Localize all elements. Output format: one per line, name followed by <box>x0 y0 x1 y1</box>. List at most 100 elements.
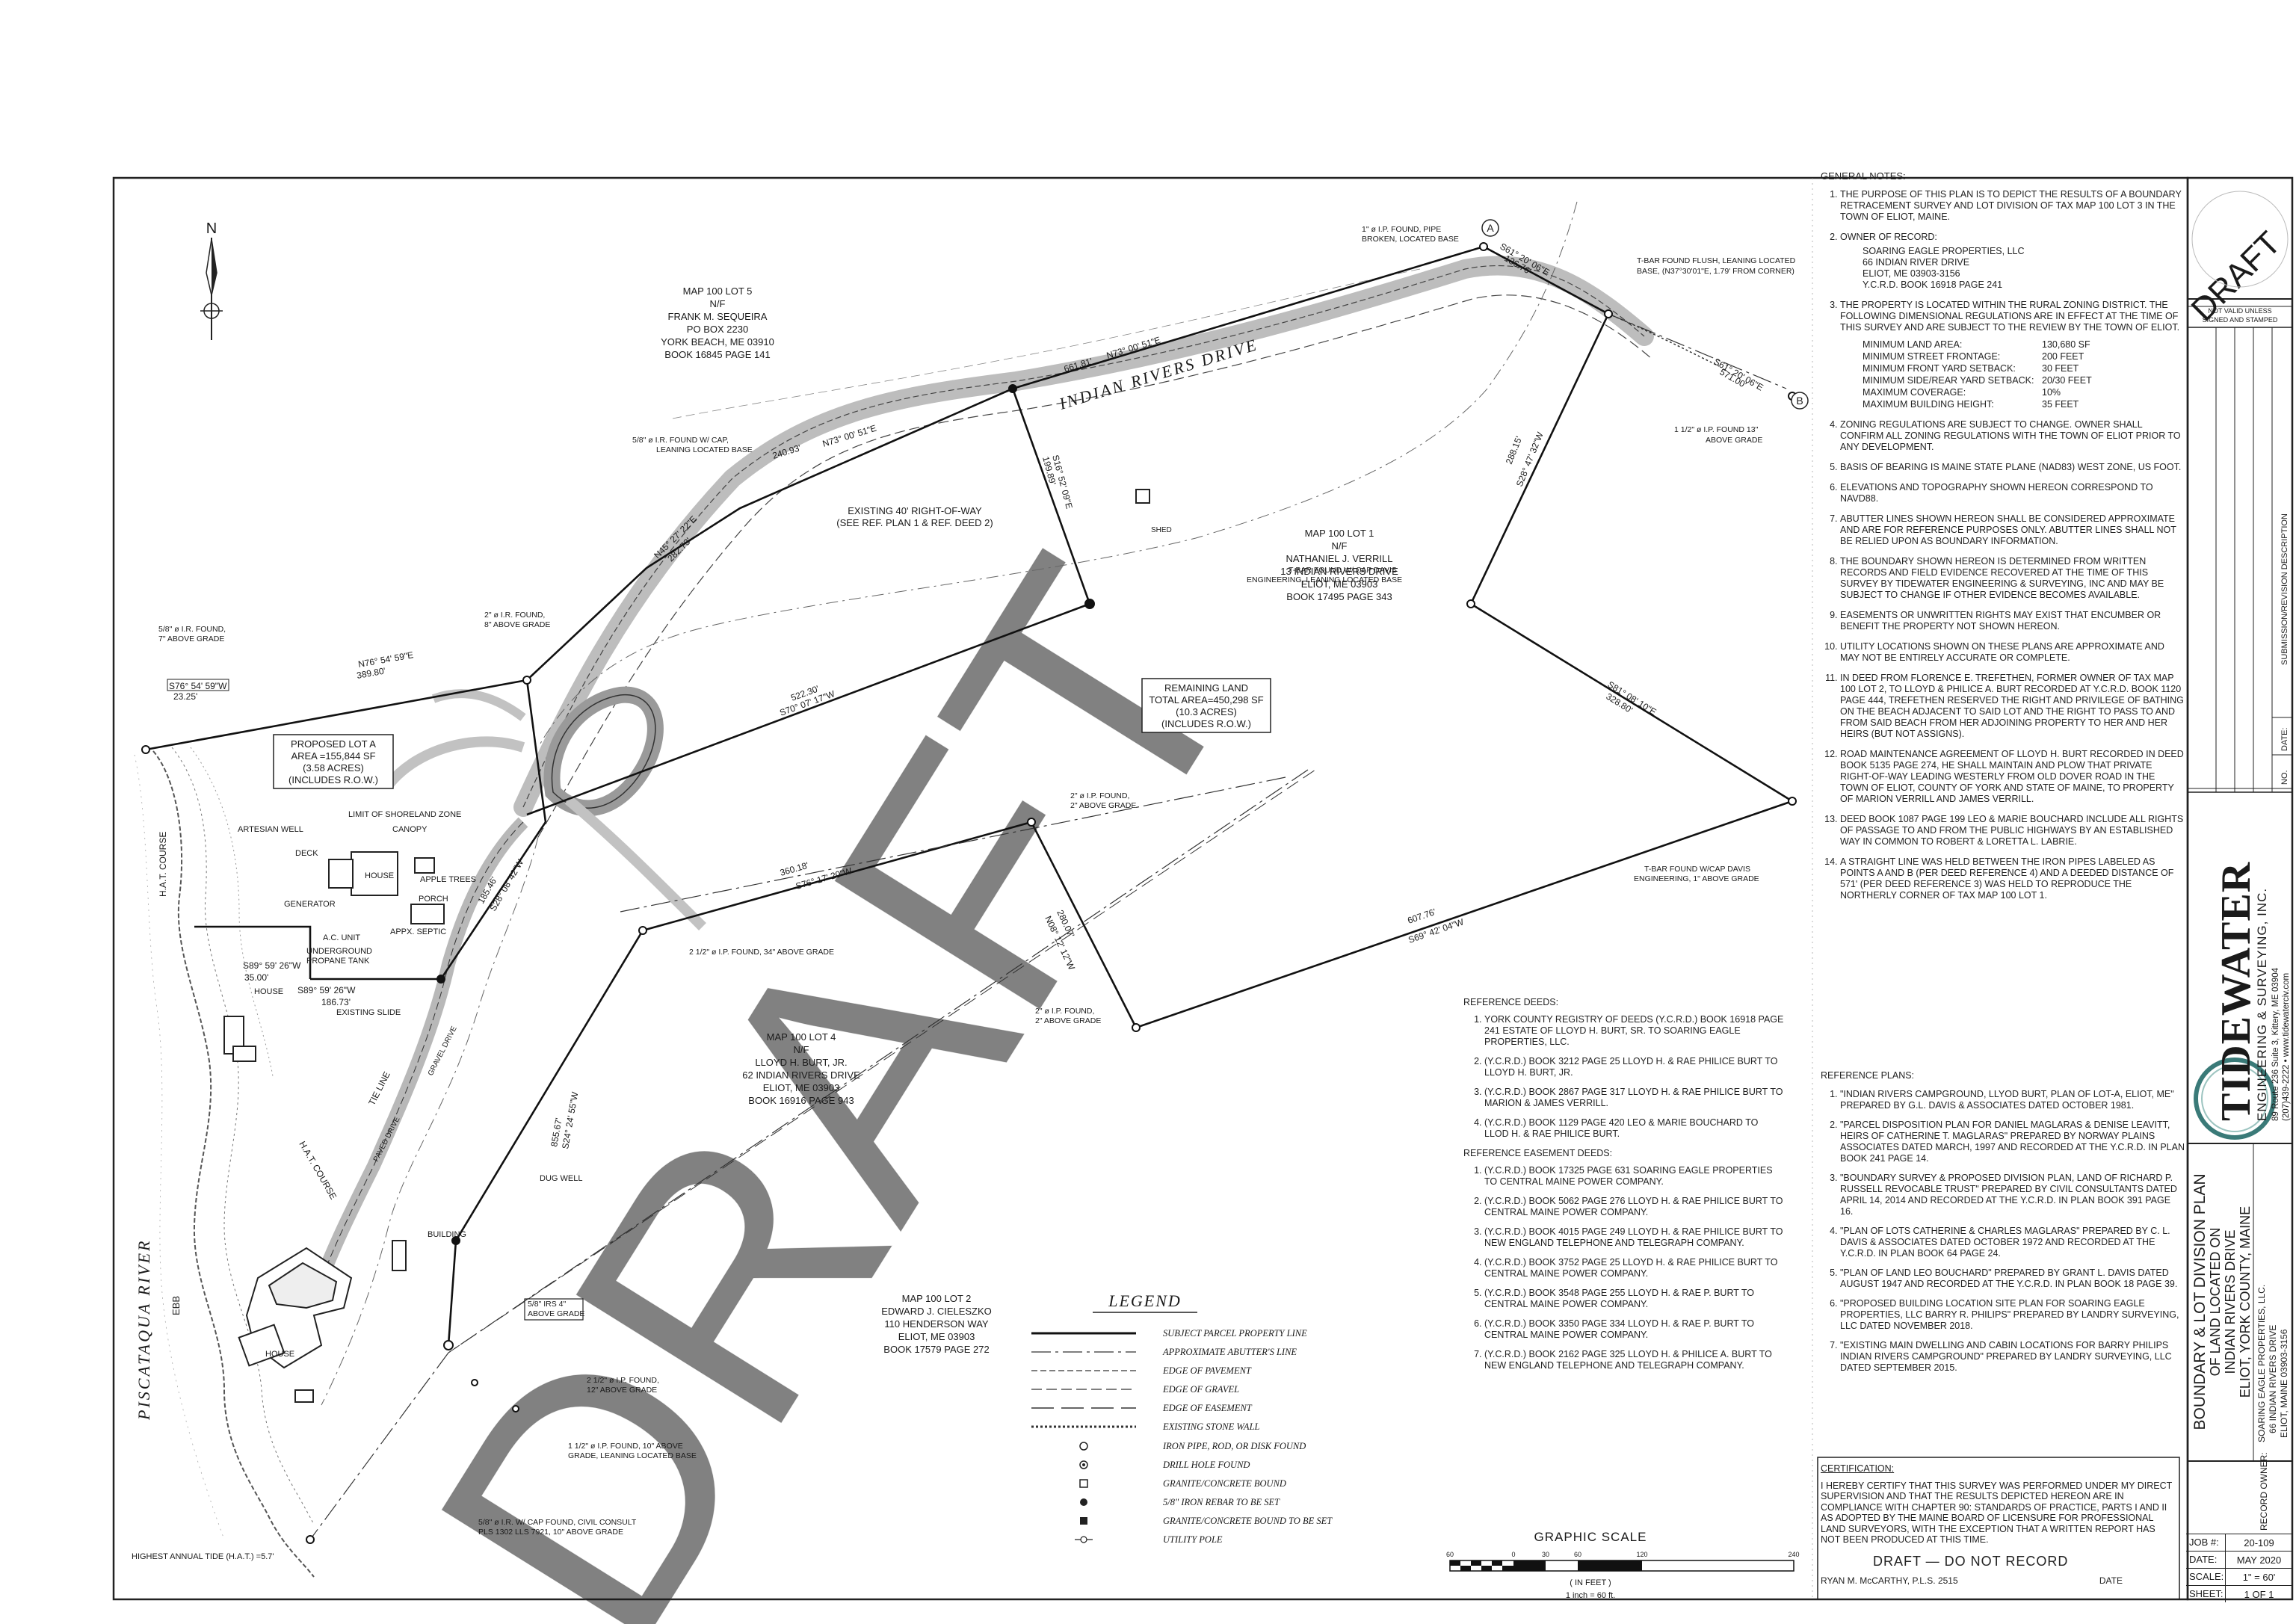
svg-text:ELIOT, ME 03903: ELIOT, ME 03903 <box>1301 578 1378 590</box>
tidewater-logo: TIDEWATER ENGINEERING & SURVEYING, INC. … <box>2194 862 2291 1140</box>
svg-text:INDIAN RIVERS DRIVE: INDIAN RIVERS DRIVE <box>2223 1229 2238 1374</box>
zoning-table: MINIMUM LAND AREA:130,680 SF MINIMUM STR… <box>1863 339 2092 410</box>
signature-line: RYAN M. McCARTHY, P.L.S. 2515 DATE <box>1821 1575 2175 1587</box>
overhead-wire <box>321 201 1578 1406</box>
easement-deed-item: (Y.C.R.D.) BOOK 3752 PAGE 25 LLOYD H. & … <box>1484 1257 1785 1279</box>
svg-text:DRILL HOLE FOUND: DRILL HOLE FOUND <box>1162 1460 1250 1470</box>
abutter-lines <box>309 313 1787 1540</box>
svg-text:SIGNED AND STAMPED: SIGNED AND STAMPED <box>2203 316 2278 324</box>
svg-text:89 Route 236 Suite 3, Kittery,: 89 Route 236 Suite 3, Kittery, ME 03904 <box>2271 967 2280 1121</box>
reference-plan-item: "EXISTING MAIN DWELLING AND CABIN LOCATI… <box>1840 1340 2185 1374</box>
date-label: DATE: <box>2186 1552 2226 1568</box>
svg-text:BOUNDARY & LOT DIVISION PLAN: BOUNDARY & LOT DIVISION PLAN <box>2191 1173 2209 1430</box>
svg-text:5/8" ø I.R. FOUND,: 5/8" ø I.R. FOUND, <box>158 625 226 634</box>
svg-text:2" ø I.P. FOUND,: 2" ø I.P. FOUND, <box>1035 1007 1094 1016</box>
svg-text:240: 240 <box>1788 1551 1799 1558</box>
svg-text:SUBJECT PARCEL PROPERTY LINE: SUBJECT PARCEL PROPERTY LINE <box>1163 1328 1307 1339</box>
reference-plans-title: REFERENCE PLANS: <box>1821 1070 1915 1081</box>
svg-text:( IN FEET ): ( IN FEET ) <box>1570 1578 1611 1587</box>
signature-date-label: DATE <box>2099 1575 2123 1586</box>
svg-text:8" ABOVE GRADE: 8" ABOVE GRADE <box>484 620 550 629</box>
svg-text:MAP 100 LOT 4: MAP 100 LOT 4 <box>767 1031 836 1043</box>
svg-text:EDGE OF PAVEMENT: EDGE OF PAVEMENT <box>1162 1365 1252 1376</box>
svg-text:7" ABOVE GRADE: 7" ABOVE GRADE <box>158 635 224 643</box>
svg-text:T-BAR FOUND W/CAP DAVIS: T-BAR FOUND W/CAP DAVIS <box>1644 865 1750 874</box>
svg-text:120: 120 <box>1636 1551 1647 1558</box>
svg-text:5/8" ø I.R. W/ CAP FOUND, CIVI: 5/8" ø I.R. W/ CAP FOUND, CIVIL CONSULT <box>478 1518 637 1527</box>
svg-text:B: B <box>1796 395 1803 407</box>
title-block-table: JOB #:20-109 DATE:MAY 2020 SCALE:1" = 60… <box>2186 1534 2292 1602</box>
svg-text:N76° 54' 59"E: N76° 54' 59"E <box>357 649 414 670</box>
lot1-label: MAP 100 LOT 1 N/F NATHANIEL J. VERRILL 1… <box>1280 528 1398 602</box>
svg-text:66 INDIAN RIVERS DRIVE: 66 INDIAN RIVERS DRIVE <box>2268 1325 2278 1433</box>
svg-text:(SEE REF. PLAN 1 & REF. DEED 2: (SEE REF. PLAN 1 & REF. DEED 2) <box>836 517 993 528</box>
svg-text:855.67': 855.67' <box>549 1117 564 1148</box>
row-label: EXISTING 40' RIGHT-OF-WAY (SEE REF. PLAN… <box>836 505 993 528</box>
reference-plan-item: "INDIAN RIVERS CAMPGROUND, LLYOD BURT, P… <box>1840 1089 2185 1111</box>
svg-text:1 1/2" ø I.P. FOUND 13": 1 1/2" ø I.P. FOUND 13" <box>1674 425 1759 434</box>
svg-text:HOUSE: HOUSE <box>265 1350 294 1359</box>
ebb-label: EBB <box>170 1296 182 1315</box>
river-label: PISCATAQUA RIVER <box>135 1239 153 1421</box>
svg-text:OF LAND LOCATED ON: OF LAND LOCATED ON <box>2208 1228 2223 1377</box>
svg-text:SUBMISSION/REVISION DESCRIPTIO: SUBMISSION/REVISION DESCRIPTION <box>2280 513 2289 665</box>
reference-plans: REFERENCE PLANS: "INDIAN RIVERS CAMPGROU… <box>1821 1070 2185 1382</box>
note-item: ZONING REGULATIONS ARE SUBJECT TO CHANGE… <box>1840 419 2185 453</box>
legend: LEGEND SUBJECT PARCEL PROPERTY LINE APPR… <box>1031 1291 1333 1545</box>
svg-text:GENERATOR: GENERATOR <box>284 900 336 909</box>
svg-text:EXISTING STONE WALL: EXISTING STONE WALL <box>1162 1421 1260 1432</box>
svg-text:2" ø I.R. FOUND,: 2" ø I.R. FOUND, <box>484 611 545 620</box>
house-building <box>351 851 398 896</box>
svg-text:YORK BEACH, ME 03910: YORK BEACH, ME 03910 <box>661 336 774 348</box>
certification-box <box>1817 1457 2180 1600</box>
svg-text:LIMIT OF SHORELAND ZONE: LIMIT OF SHORELAND ZONE <box>348 810 461 819</box>
note-item: ABUTTER LINES SHOWN HEREON SHALL BE CONS… <box>1840 513 2185 547</box>
svg-text:(INCLUDES R.O.W.): (INCLUDES R.O.W.) <box>288 774 378 785</box>
svg-text:LEANING LOCATED BASE: LEANING LOCATED BASE <box>656 445 753 454</box>
shed-building <box>1135 489 1150 504</box>
shed-label: SHED <box>1151 526 1172 534</box>
title-block: DRAFT NOT VALID UNLESS SIGNED AND STAMPE… <box>2185 191 2291 1531</box>
easement-deed-item: (Y.C.R.D.) BOOK 3350 PAGE 334 LLOYD H. &… <box>1484 1318 1785 1341</box>
lot4-label: MAP 100 LOT 4 N/F LLOYD H. BURT, JR. 62 … <box>742 1031 860 1106</box>
svg-text:2 1/2" ø I.P. FOUND, 34" ABOVE: 2 1/2" ø I.P. FOUND, 34" ABOVE GRADE <box>689 948 834 957</box>
stone-wall <box>1608 313 1720 367</box>
svg-text:1" ø I.P. FOUND, PIPE: 1" ø I.P. FOUND, PIPE <box>1362 225 1441 234</box>
certification-text: I HEREBY CERTIFY THAT THIS SURVEY WAS PE… <box>1821 1480 2173 1546</box>
job-label: JOB #: <box>2186 1534 2226 1551</box>
svg-text:BUILDING: BUILDING <box>428 1230 466 1239</box>
svg-text:12" ABOVE GRADE: 12" ABOVE GRADE <box>587 1386 657 1395</box>
svg-text:(207)439-2222 • www.tidewaterc: (207)439-2222 • www.tidewaterciv.com <box>2282 973 2291 1121</box>
svg-text:REMAINING LAND: REMAINING LAND <box>1164 682 1248 694</box>
svg-text:PORCH: PORCH <box>419 895 448 904</box>
svg-text:NO.: NO. <box>2280 770 2289 785</box>
job-value: 20-109 <box>2244 1537 2274 1549</box>
svg-text:MAP 100 LOT 1: MAP 100 LOT 1 <box>1305 528 1374 539</box>
sheet-label: SHEET: <box>2186 1586 2226 1602</box>
svg-text:T-BAR FOUND W/ CAP DAVIS: T-BAR FOUND W/ CAP DAVIS <box>1289 566 1397 575</box>
svg-text:GRANITE/CONCRETE BOUND TO BE S: GRANITE/CONCRETE BOUND TO BE SET <box>1163 1516 1333 1526</box>
note-item: THE PURPOSE OF THIS PLAN IS TO DEPICT TH… <box>1840 189 2185 223</box>
record-owner: RECORD OWNER: SOARING EAGLE PROPERTIES, … <box>2256 1285 2289 1531</box>
svg-text:(3.58 ACRES): (3.58 ACRES) <box>303 762 364 774</box>
svg-text:HIGHEST ANNUAL TIDE (H.A.T.) =: HIGHEST ANNUAL TIDE (H.A.T.) =5.7' <box>132 1552 274 1561</box>
note-item: UTILITY LOCATIONS SHOWN ON THESE PLANS A… <box>1840 641 2185 664</box>
svg-text:13 INDIAN RIVERS DRIVE: 13 INDIAN RIVERS DRIVE <box>1280 566 1398 577</box>
svg-text:LLOYD H. BURT, JR.: LLOYD H. BURT, JR. <box>755 1057 847 1068</box>
note-item: ROAD MAINTENANCE AGREEMENT OF LLOYD H. B… <box>1840 749 2185 805</box>
svg-text:TOTAL AREA=450,298 SF: TOTAL AREA=450,298 SF <box>1149 694 1263 706</box>
monument-labels: 1" ø I.P. FOUND, PIPE BROKEN, LOCATED BA… <box>158 225 1796 1537</box>
svg-text:1 inch = 60 ft.: 1 inch = 60 ft. <box>1566 1591 1615 1600</box>
north-label: N <box>206 220 217 237</box>
note-item: DEED BOOK 1087 PAGE 199 LEO & MARIE BOUC… <box>1840 814 2185 847</box>
svg-text:186.73': 186.73' <box>321 997 351 1007</box>
general-notes: GENERAL NOTES: THE PURPOSE OF THIS PLAN … <box>1821 170 2185 910</box>
svg-text:SOARING EAGLE PROPERTIES, LLC.: SOARING EAGLE PROPERTIES, LLC. <box>2256 1285 2267 1442</box>
svg-text:2 1/2" ø I.P. FOUND,: 2 1/2" ø I.P. FOUND, <box>587 1376 659 1385</box>
scale-label: SCALE: <box>2186 1569 2226 1585</box>
svg-text:A.C. UNIT: A.C. UNIT <box>323 933 360 942</box>
note-item: BASIS OF BEARING IS MAINE STATE PLANE (N… <box>1840 462 2185 473</box>
svg-text:EDGE OF GRAVEL: EDGE OF GRAVEL <box>1162 1384 1239 1395</box>
svg-text:ELIOT, ME 03903: ELIOT, ME 03903 <box>763 1082 840 1093</box>
